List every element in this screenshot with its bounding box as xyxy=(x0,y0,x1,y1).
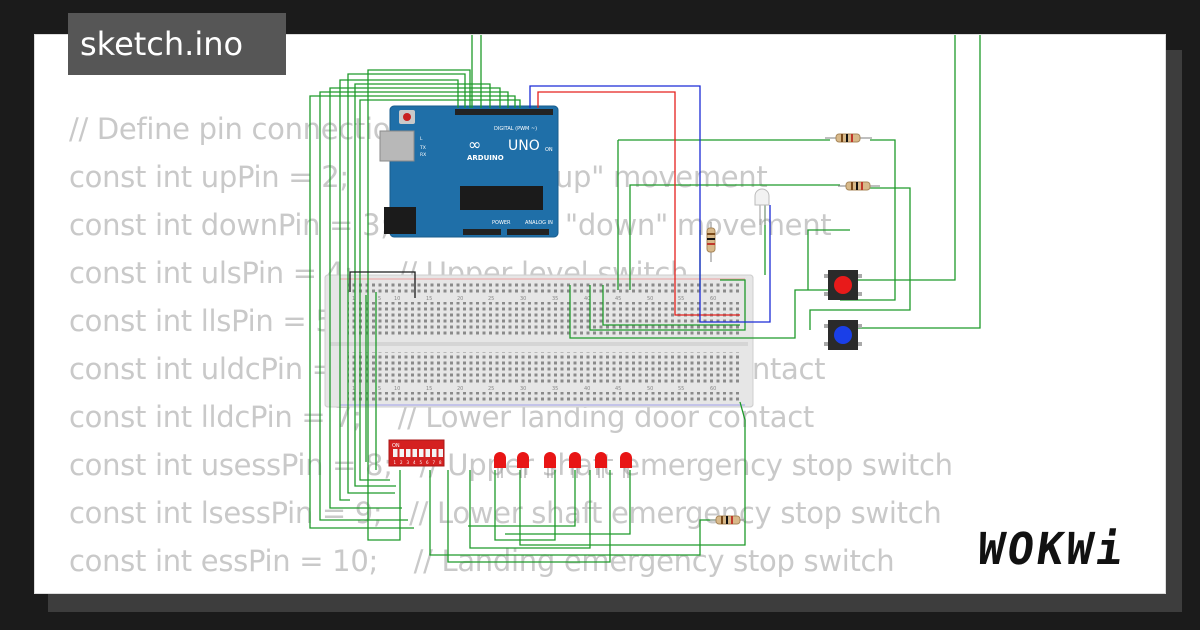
power-rail-bottom[interactable] xyxy=(348,392,740,403)
breadboard-col-number: 5 xyxy=(378,386,381,392)
code-line: const int lsessPin = 9; // Lower shaft e… xyxy=(69,496,942,530)
push-button-red[interactable] xyxy=(824,270,862,300)
dip-on-label: ON xyxy=(392,443,400,449)
led[interactable] xyxy=(517,452,529,478)
breadboard[interactable]: 1 5 10 15 20 25 30 35 40 45 50 55 60 1 5… xyxy=(324,274,754,408)
breadboard-col-number: 5 xyxy=(378,296,381,302)
arduino-model: UNO xyxy=(508,138,540,154)
breadboard-col-number: 40 xyxy=(584,296,590,302)
dip-number: 8 xyxy=(439,460,442,465)
rx-label: RX xyxy=(420,152,426,158)
arduino-uno-board[interactable]: ∞ ARDUINO UNO DIGITAL (PWM ~) ANALOG IN … xyxy=(379,105,559,238)
code-line: const int essPin = 10; // Landing emerge… xyxy=(69,544,895,578)
dip-number: 6 xyxy=(426,460,429,465)
led[interactable] xyxy=(620,452,632,478)
code-line: const int lcsPin = 11; // Landing call s… xyxy=(69,585,953,593)
led[interactable] xyxy=(569,452,581,478)
breadboard-col-number: 55 xyxy=(678,386,684,392)
breadboard-col-number: 25 xyxy=(488,386,494,392)
dip-number: 1 xyxy=(394,460,397,465)
terminal-strip-bottom[interactable] xyxy=(348,352,740,385)
led[interactable] xyxy=(494,452,506,478)
power-rail-top[interactable] xyxy=(348,282,740,293)
arduino-brand: ARDUINO xyxy=(467,154,504,162)
resistor[interactable] xyxy=(710,515,745,525)
dip-number: 2 xyxy=(400,460,403,465)
breadboard-col-number: 1 xyxy=(352,386,355,392)
breadboard-col-number: 10 xyxy=(394,386,400,392)
breadboard-col-number: 60 xyxy=(710,296,716,302)
breadboard-col-number: 45 xyxy=(615,386,621,392)
dip-number: 3 xyxy=(407,460,410,465)
breadboard-col-number: 20 xyxy=(457,296,463,302)
wires xyxy=(309,35,981,563)
rgb-led[interactable] xyxy=(754,188,770,225)
breadboard-col-number: 60 xyxy=(710,386,716,392)
wokwi-logo: WOKWi xyxy=(974,524,1130,575)
breadboard-col-number: 30 xyxy=(520,296,526,302)
breadboard-col-number: 15 xyxy=(426,386,432,392)
breadboard-col-number: 35 xyxy=(552,386,558,392)
breadboard-col-number: 50 xyxy=(647,296,653,302)
breadboard-col-number: 55 xyxy=(678,296,684,302)
analog-header[interactable] xyxy=(507,229,549,235)
led[interactable] xyxy=(544,452,556,478)
arduino-logo-icon: ∞ xyxy=(468,135,481,154)
breadboard-col-number: 40 xyxy=(584,386,590,392)
dip-number: 5 xyxy=(420,460,423,465)
breadboard-col-number: 30 xyxy=(520,386,526,392)
breadboard-col-number: 35 xyxy=(552,296,558,302)
breadboard-col-number: 45 xyxy=(615,296,621,302)
resistor[interactable] xyxy=(838,181,880,191)
breadboard-col-number: 1 xyxy=(352,296,355,302)
atmega-chip xyxy=(460,186,543,210)
tx-label: TX xyxy=(419,145,426,151)
resistor[interactable] xyxy=(825,133,872,143)
analog-label: ANALOG IN xyxy=(525,220,553,226)
center-channel xyxy=(330,342,748,346)
power-jack xyxy=(384,207,416,234)
led[interactable] xyxy=(595,452,607,478)
l-led-label: L xyxy=(420,136,423,142)
digital-label: DIGITAL (PWM ~) xyxy=(494,126,537,132)
dip-number: 4 xyxy=(413,460,416,465)
on-led-label: ON xyxy=(545,147,553,153)
breadboard-col-number: 10 xyxy=(394,296,400,302)
breadboard-col-number: 25 xyxy=(488,296,494,302)
resistor[interactable] xyxy=(706,222,716,262)
push-button-blue[interactable] xyxy=(824,320,862,350)
usb-port xyxy=(379,130,415,162)
dip-number: 7 xyxy=(433,460,436,465)
dip-switch[interactable]: ON 1 2 3 4 5 6 7 8 xyxy=(388,439,445,467)
power-label: POWER xyxy=(492,220,511,226)
file-name-badge: sketch.ino xyxy=(68,13,286,75)
breadboard-col-number: 50 xyxy=(647,386,653,392)
breadboard-col-number: 15 xyxy=(426,296,432,302)
digital-header[interactable] xyxy=(455,109,553,115)
power-header[interactable] xyxy=(463,229,501,235)
breadboard-col-number: 20 xyxy=(457,386,463,392)
